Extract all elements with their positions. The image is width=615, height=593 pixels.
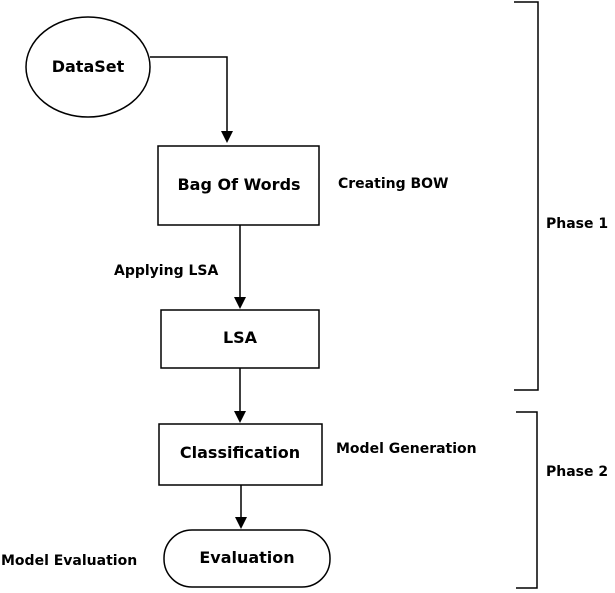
evaluation-label: Evaluation bbox=[199, 548, 294, 567]
creating-bow-label: Creating BOW bbox=[338, 176, 449, 192]
arrow-lsa-to-classification bbox=[234, 368, 246, 423]
phase2-label: Phase 2 bbox=[546, 464, 608, 480]
lsa-node: LSA bbox=[160, 309, 320, 369]
classification-node: Classification bbox=[158, 423, 323, 486]
classification-label: Classification bbox=[180, 443, 300, 462]
bag-of-words-label: Bag Of Words bbox=[177, 175, 300, 194]
dataset-label: DataSet bbox=[52, 57, 125, 76]
arrow-bow-to-lsa bbox=[234, 225, 246, 309]
arrow-classification-to-evaluation bbox=[235, 485, 247, 529]
phase2-bracket bbox=[516, 411, 538, 589]
phase1-bracket bbox=[514, 1, 539, 391]
lsa-label: LSA bbox=[223, 328, 258, 347]
arrow-dataset-to-bow bbox=[150, 56, 233, 143]
bag-of-words-node: Bag Of Words bbox=[157, 145, 320, 226]
applying-lsa-label: Applying LSA bbox=[114, 263, 218, 279]
dataset-node: DataSet bbox=[25, 16, 151, 118]
model-generation-label: Model Generation bbox=[336, 441, 477, 457]
model-evaluation-label: Model Evaluation bbox=[1, 553, 137, 569]
evaluation-node: Evaluation bbox=[163, 529, 331, 588]
phase1-label: Phase 1 bbox=[546, 216, 608, 232]
